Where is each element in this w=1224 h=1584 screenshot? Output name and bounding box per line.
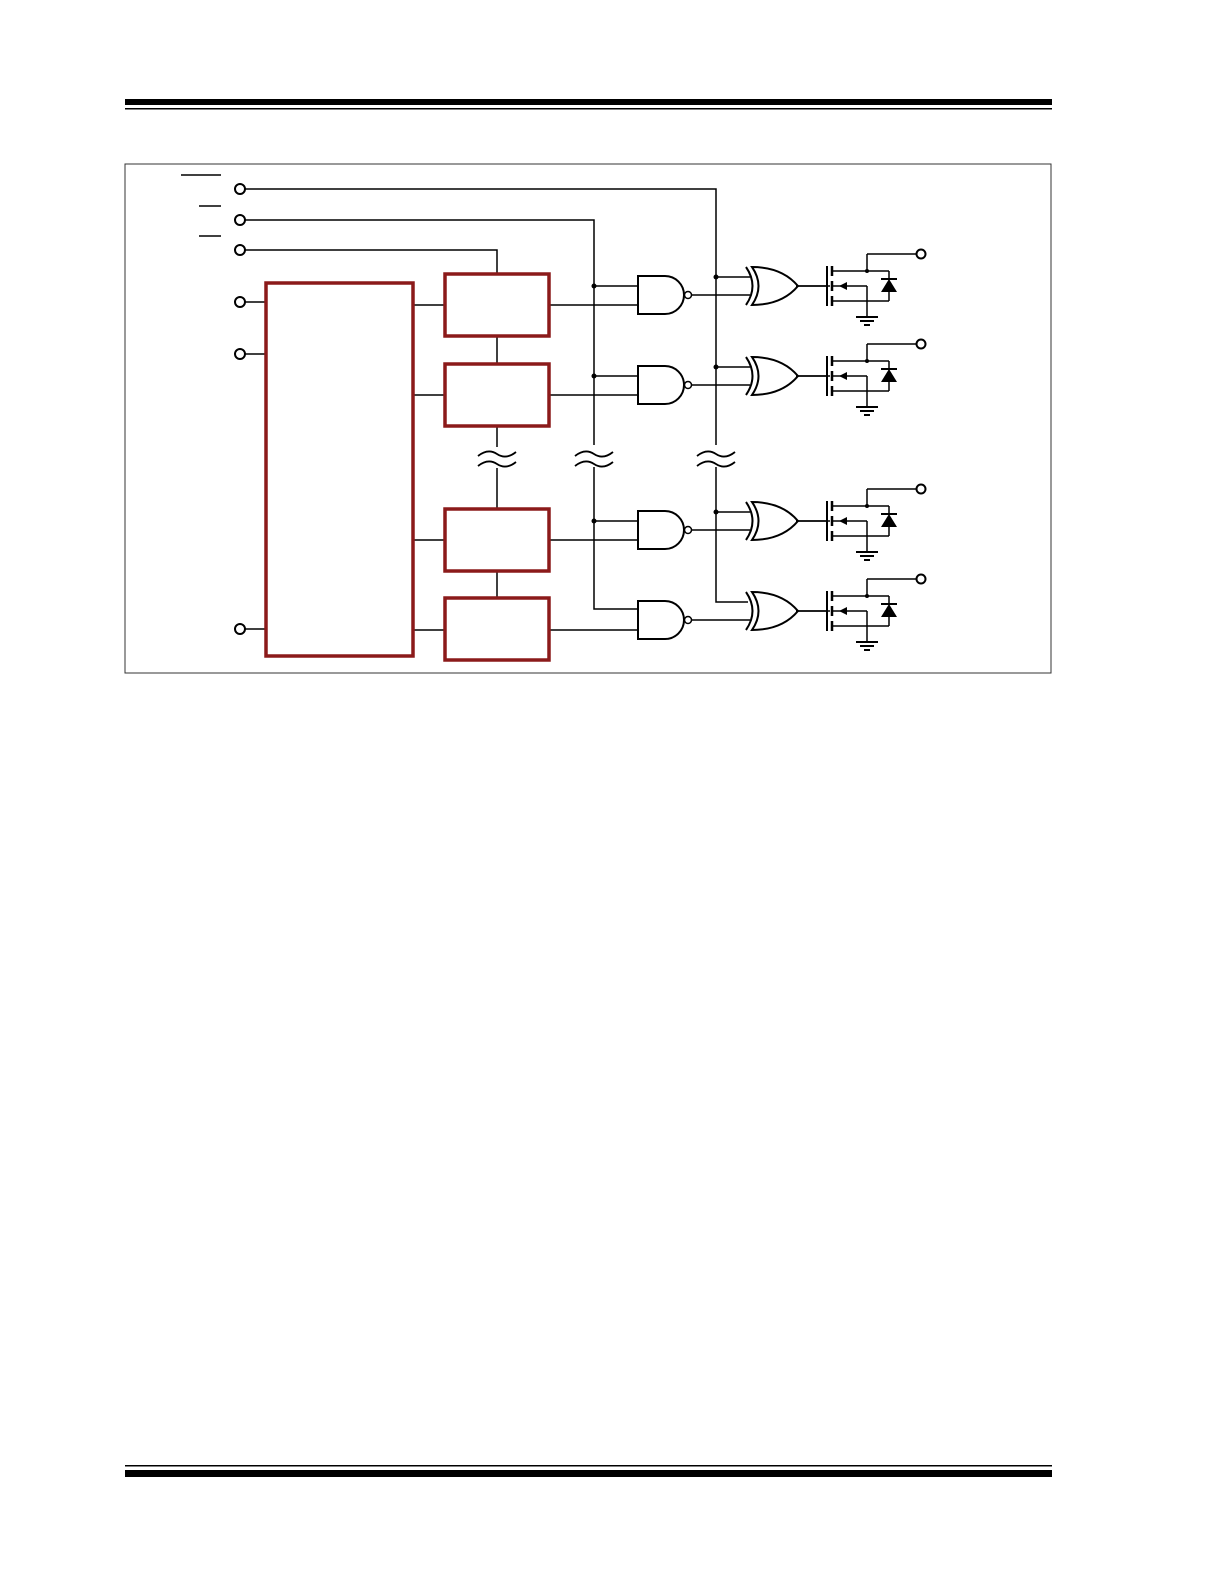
input-terminal-2	[234, 214, 246, 226]
register-block-4	[443, 596, 551, 662]
register-block-1	[443, 272, 551, 338]
nand-gate-4	[637, 600, 693, 640]
mosfet-output-4	[794, 573, 927, 652]
footer-rule	[125, 1465, 1052, 1477]
xor-gate-2	[745, 356, 799, 396]
register-blocks	[443, 272, 551, 662]
break-marks	[477, 450, 736, 468]
xor-gates	[745, 266, 799, 631]
figure-frame	[124, 163, 1052, 674]
nand-gate-1	[637, 275, 693, 315]
input-terminal-3	[234, 244, 246, 256]
mosfet-output-1	[794, 248, 927, 327]
xor-gate-4	[745, 591, 799, 631]
xor-gate-1	[745, 266, 799, 306]
mosfet-output-3	[794, 483, 927, 562]
control-logic-block	[264, 281, 415, 658]
register-block-2	[443, 362, 551, 428]
junction-dots	[591, 274, 719, 524]
overbar-marks	[181, 174, 221, 237]
xor-gate-3	[745, 501, 799, 541]
nand-gate-2	[637, 365, 693, 405]
nand-gates	[637, 275, 693, 640]
register-block-3	[443, 507, 551, 573]
input-terminal-1	[234, 183, 246, 195]
nand-gate-3	[637, 510, 693, 550]
input-terminals	[234, 183, 246, 635]
output-drivers	[794, 248, 927, 652]
mosfet-output-2	[794, 338, 927, 417]
wiring	[245, 188, 830, 631]
input-terminal-6	[234, 623, 246, 635]
header-rule	[125, 99, 1052, 110]
input-terminal-5	[234, 348, 246, 360]
input-terminal-4	[234, 296, 246, 308]
